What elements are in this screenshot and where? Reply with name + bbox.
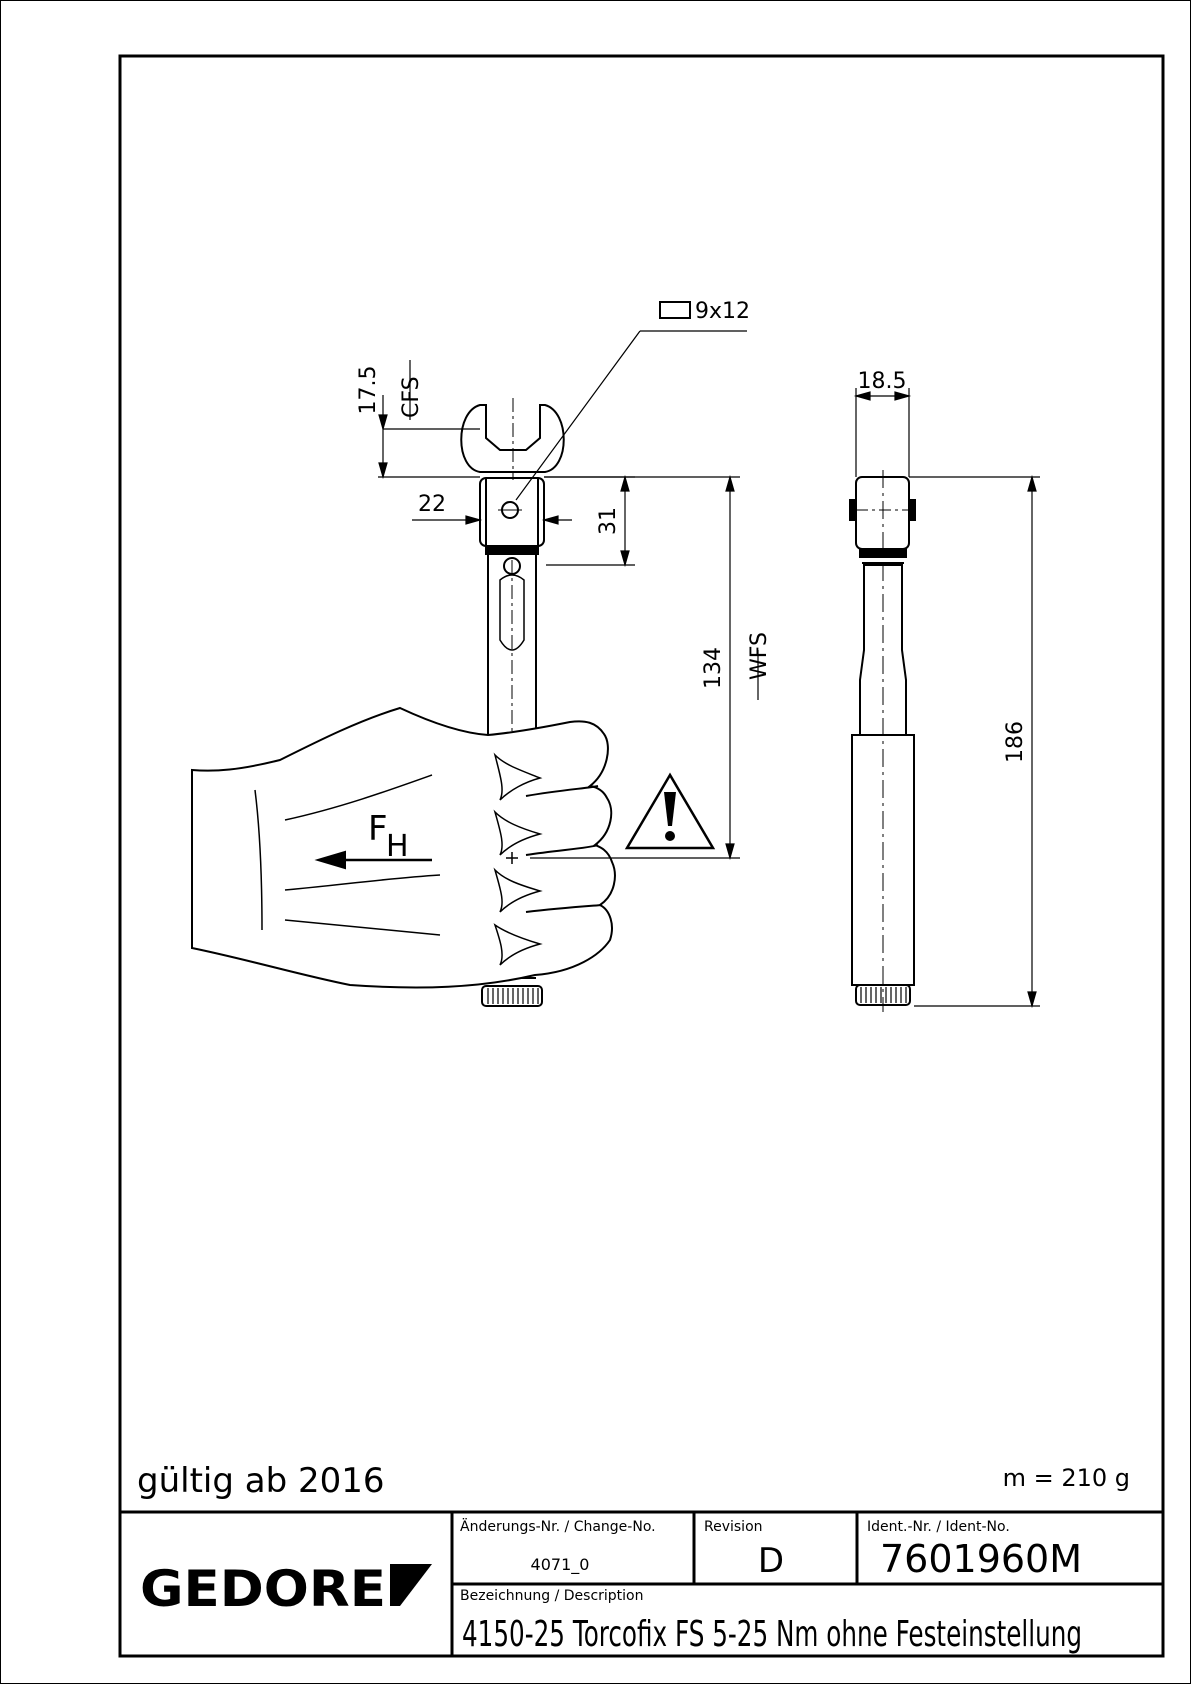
end-knob: [481, 985, 543, 1007]
dim-31: 31: [596, 507, 621, 535]
change-label: Änderungs-Nr. / Change-No.: [460, 1517, 656, 1535]
side-dimensions: [853, 388, 1040, 1009]
logo-arrow-icon: [390, 1564, 432, 1606]
front-view: [191, 398, 616, 1007]
valid-from-note: gültig ab 2016: [137, 1461, 385, 1501]
tool-holder: [479, 477, 545, 547]
dim-9x12: 9x12: [695, 299, 750, 324]
title-block: [120, 1510, 1163, 1656]
dim-17-5: 17.5: [356, 366, 381, 415]
svg-text:GEDORE: GEDORE: [140, 1560, 386, 1618]
revision-value: D: [758, 1541, 784, 1581]
drawing-frame: [118, 54, 1165, 1658]
change-value: 4071_0: [531, 1555, 590, 1575]
label-lcfs: CFS: [399, 376, 424, 418]
description-label: Bezeichnung / Description: [460, 1588, 644, 1604]
force-label-sub: H: [386, 829, 409, 864]
mass-note: m = 210 g: [1003, 1464, 1130, 1492]
dim-134: 134: [701, 647, 726, 689]
dim-18-5: 18.5: [858, 369, 907, 394]
hand-outline: [191, 706, 616, 989]
force-label-f: F: [368, 809, 388, 849]
dim-22: 22: [418, 492, 446, 517]
label-lwfs: WFS: [747, 632, 772, 680]
side-view: [849, 470, 916, 1012]
description-value: 4150-25 Torcofix FS 5-25 Nm ohne Festein…: [462, 1614, 1082, 1655]
spanner-head: [460, 404, 565, 473]
ident-value: 7601960M: [880, 1537, 1082, 1581]
revision-label: Revision: [704, 1519, 763, 1535]
gedore-logo: GEDORE: [140, 1560, 432, 1618]
warning-triangle-icon: [624, 772, 716, 850]
dim-186: 186: [1003, 721, 1028, 763]
front-dimensions: [378, 301, 759, 861]
ident-label: Ident.-Nr. / Ident-No.: [867, 1519, 1010, 1535]
